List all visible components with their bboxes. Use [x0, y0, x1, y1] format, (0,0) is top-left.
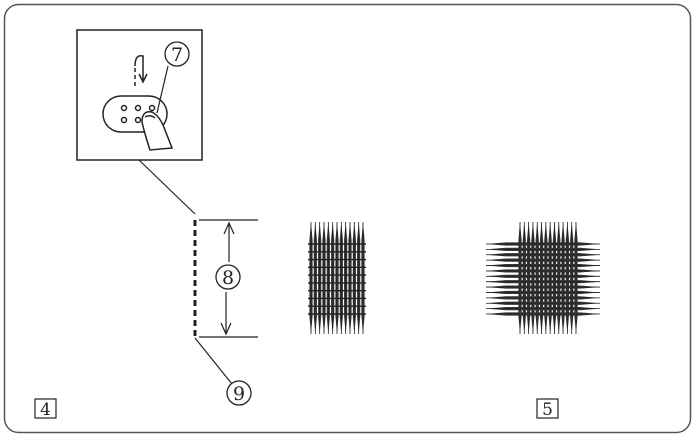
dimension-indicator	[199, 219, 258, 338]
step-box-5: 5	[536, 398, 559, 420]
callout-8-label: 8	[222, 267, 234, 289]
step-label-5: 5	[542, 400, 553, 420]
leader-line	[138, 159, 196, 215]
darn-pattern-single	[308, 222, 366, 334]
callout-7-label: 7	[171, 44, 183, 66]
step-box-4: 4	[34, 398, 57, 420]
callout-9-circle	[226, 380, 252, 406]
outer-frame	[3, 3, 692, 434]
step-label-4: 4	[40, 400, 51, 420]
finger-icon	[141, 110, 174, 151]
callout-8-circle	[215, 264, 241, 290]
darn-pattern-cross	[486, 222, 600, 334]
callout-7-circle	[164, 41, 190, 67]
thread-arrow-icon	[134, 54, 148, 86]
callout-9-label: 9	[233, 383, 245, 405]
inset-box: 7	[76, 29, 203, 161]
